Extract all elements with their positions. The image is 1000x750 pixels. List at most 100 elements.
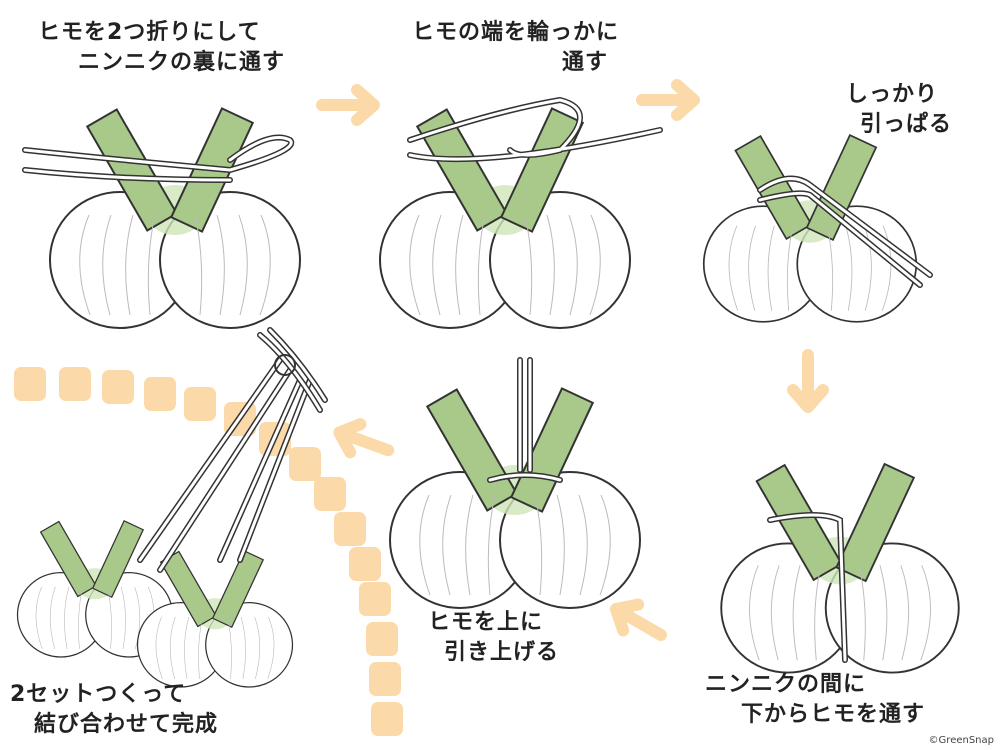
garlic-line [748,225,757,311]
garlic-stem [499,107,585,233]
garlic-set2 [136,550,294,688]
garlic-line [487,494,496,596]
garlic-line [419,494,431,596]
garlic-line [749,565,760,661]
garlic-line [198,616,203,679]
string-fill [23,168,232,182]
arrow-icon [316,84,380,126]
garlic-line [770,565,780,661]
garlic-stem [91,520,145,598]
garlic-line [728,225,739,311]
garlic-line [240,616,246,679]
decorative-block [314,477,346,511]
garlic-line [826,225,834,311]
arrow-shape [333,418,395,459]
garlic-stem [805,134,878,241]
garlic-line [267,616,275,680]
garlic-line [120,586,126,649]
garlic-line [79,214,91,316]
garlic-line [125,214,134,316]
garlic-line [599,494,611,596]
knot [274,354,296,376]
garlic-step4 [720,462,960,674]
garlic-line [556,494,565,596]
decorative-block [144,377,176,411]
garlic-stem [39,520,97,598]
garlic-line [792,565,801,661]
garlic-line [238,214,248,316]
garlic-line [465,494,474,596]
arrow-icon [333,418,395,459]
garlic-line [49,586,56,649]
string-fill [138,358,312,572]
string-fill [758,191,922,287]
garlic-line [216,214,225,316]
string-fill [488,473,562,482]
garlic-line [900,565,910,661]
step1-line1: ヒモを2つ折りにして [38,20,261,45]
arrow-shape [316,84,380,126]
decorative-block [366,622,398,656]
decorative-block [359,582,391,616]
garlic-line [78,586,83,649]
step4-line1: ニンニクの間に [705,672,867,697]
string-fill [258,328,327,412]
decorative-block [14,367,46,401]
garlic-line [863,225,872,311]
garlic-line [184,616,190,679]
garlic-line [254,616,261,679]
garlic-line [568,214,578,316]
decorative-block [289,447,321,481]
arrow-icon [787,349,829,413]
string-fill [23,136,293,172]
string-fill [408,98,662,161]
garlic-line [259,214,271,316]
garlic-line [107,586,112,649]
step3-line2: 引っぱる [860,112,953,137]
step6-line1: 2セットつくって [10,682,187,707]
arrow-icon [636,79,700,121]
garlic-line [814,565,822,661]
garlic-line [879,565,888,661]
garlic-stem [211,550,265,628]
decorative-block [349,547,381,581]
step4-line2: 下からヒモを通す [741,702,926,727]
step6-caption: 2セットつくって 結び合わせて完成 [10,680,218,740]
garlic-line [845,225,853,311]
garlic-line [432,214,442,316]
garlic-set1 [16,520,174,658]
garlic-line [409,214,421,316]
string-fill [758,177,932,277]
garlic-line [578,494,588,596]
garlic-line [534,494,543,596]
garlic-line [546,214,555,316]
garlic-line [767,225,775,311]
arrow-shape [787,349,829,413]
garlic-line [102,214,112,316]
garlic-line [920,565,931,661]
garlic-line [442,494,452,596]
garlic-line [35,586,43,650]
garlic-line [858,565,866,661]
step2-line1: ヒモの端を輪っかに [412,20,620,45]
decorative-block [184,387,216,421]
decorative-block [334,512,366,546]
step2-caption: ヒモの端を輪っかに 通す [412,18,619,78]
garlic-line [227,616,232,679]
garlic-step2 [379,107,631,329]
garlic-line [155,616,163,680]
garlic-line [134,586,141,649]
step5-line2: 引き上げる [444,640,560,665]
watermark: ©GreenSnap [928,735,994,746]
garlic-line [147,214,156,316]
step5-caption: ヒモを上に 引き上げる [428,608,559,668]
decorative-block [369,662,401,696]
garlic-line [524,214,533,316]
step1-caption: ヒモを2つ折りにして ニンニクの裏に通す [38,18,285,78]
garlic-stem [509,387,595,513]
garlic-line [194,214,203,316]
step1-line2: ニンニクの裏に通す [78,50,286,75]
step4-caption: ニンニクの間に 下からヒモを通す [705,670,925,730]
